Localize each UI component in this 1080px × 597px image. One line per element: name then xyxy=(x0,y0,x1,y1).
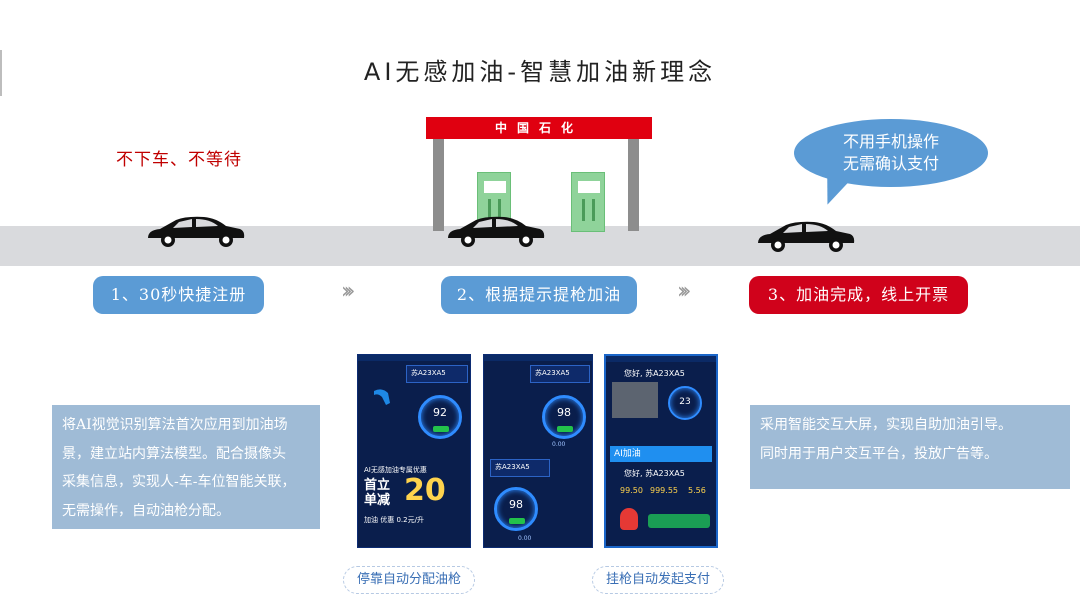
screen-status-bar xyxy=(606,356,716,362)
greeting-top: 您好, 苏A23XA5 xyxy=(624,369,685,378)
slogan-no-stop: 不下车、不等待 xyxy=(116,150,242,170)
status-ok-badge xyxy=(557,426,573,432)
step-3-invoice: 3、加油完成，线上开票 xyxy=(749,276,968,314)
amount-value: 0.00 xyxy=(552,441,566,448)
chevron-right-icon: ››› xyxy=(677,279,692,304)
fuel-pump-icon xyxy=(571,172,605,232)
greeting-bottom: 您好, 苏A23XA5 xyxy=(624,469,685,478)
promo-line-2: 单减 xyxy=(364,493,391,508)
fuel-grade-gauge: 98 xyxy=(494,487,538,531)
fuel-grade-gauge: 98 xyxy=(542,395,586,439)
pump-number: 23 xyxy=(679,397,691,407)
bubble-line-2: 无需确认支付 xyxy=(842,154,939,173)
ai-refuel-banner: AI加油 xyxy=(610,446,712,462)
promo-note: 加油 优惠 0.2元/升 xyxy=(364,516,424,524)
desc-line: 同时用于用户交互平台，投放广告等。 xyxy=(760,445,998,462)
description-ai-vision: 将AI视觉识别算法首次应用到加油场 景，建立站内算法模型。配合摄像头 采集信息，… xyxy=(52,405,320,529)
camera-view-image xyxy=(612,382,658,418)
desc-line: 采集信息，实现人-车-车位智能关联， xyxy=(62,474,296,490)
screen-status-bar xyxy=(358,355,470,361)
fuel-nozzle-icon xyxy=(374,389,390,405)
description-interactive-screen: 采用智能交互大屏，实现自助加油引导。 同时用于用户交互平台，投放广告等。 xyxy=(750,405,1070,489)
promo-title: AI无感加油专属优惠 xyxy=(364,466,427,474)
status-ok-badge xyxy=(509,518,525,524)
fuel-grade-gauge: 92 xyxy=(418,395,462,439)
desc-line: 无需操作，自动油枪分配。 xyxy=(62,502,230,519)
status-ok-badge xyxy=(433,426,449,432)
amount-value: 0.00 xyxy=(518,535,532,542)
promo-discount-number: 20 xyxy=(404,473,446,508)
station-pillar-right xyxy=(628,139,639,231)
app-screen-promo: 苏A23XA5 92 AI无感加油专属优惠 首立 单减 20 加油 优惠 0.2… xyxy=(357,354,471,548)
step-1-register: 1、30秒快捷注册 xyxy=(93,276,264,314)
caption-auto-pay: 挂枪自动发起支付 xyxy=(592,566,724,594)
plate-number: 苏A23XA5 xyxy=(490,459,550,477)
fuel-grade-value: 98 xyxy=(509,498,523,511)
station-pillar-left xyxy=(433,139,444,231)
app-screen-dual-pump: 苏A23XA5 98 0.00 苏A23XA5 98 0.00 xyxy=(483,354,593,548)
chevron-right-icon: ››› xyxy=(341,279,356,304)
step-2-refuel: 2、根据提示提枪加油 xyxy=(441,276,637,314)
plate-number: 苏A23XA5 xyxy=(406,365,468,383)
page-title: AI无感加油-智慧加油新理念 xyxy=(363,58,717,86)
edge-divider xyxy=(0,50,2,96)
payment-success-badge xyxy=(648,514,710,528)
desc-line: 采用智能交互大屏，实现自助加油引导。 xyxy=(760,417,1012,433)
car-icon xyxy=(448,216,545,247)
fuel-value-2: 999.55 xyxy=(650,486,678,495)
speech-bubble: 不用手机操作 无需确认支付 xyxy=(794,119,988,187)
pump-number-gauge: 23 xyxy=(668,386,702,420)
app-screen-kiosk: 您好, 苏A23XA5 23 AI加油 您好, 苏A23XA5 99.50 99… xyxy=(604,354,718,548)
bubble-line-1: 不用手机操作 xyxy=(842,132,939,151)
fuel-grade-value: 92 xyxy=(433,406,447,419)
car-icon xyxy=(758,221,855,252)
screen-status-bar xyxy=(484,355,592,361)
car-icon xyxy=(148,216,245,247)
caption-auto-assign: 停靠自动分配油枪 xyxy=(343,566,475,594)
desc-line: 景，建立站内算法模型。配合摄像头 xyxy=(62,445,286,462)
station-canopy: 中国石化 xyxy=(426,117,652,139)
fuel-value-3: 5.56 xyxy=(688,486,706,495)
fuel-value-1: 99.50 xyxy=(620,486,643,495)
desc-line: 将AI视觉识别算法首次应用到加油场 xyxy=(62,417,288,433)
promo-line-1: 首立 xyxy=(364,478,391,493)
fuel-grade-value: 98 xyxy=(557,406,571,419)
mascot-icon xyxy=(620,508,638,530)
plate-number: 苏A23XA5 xyxy=(530,365,590,383)
